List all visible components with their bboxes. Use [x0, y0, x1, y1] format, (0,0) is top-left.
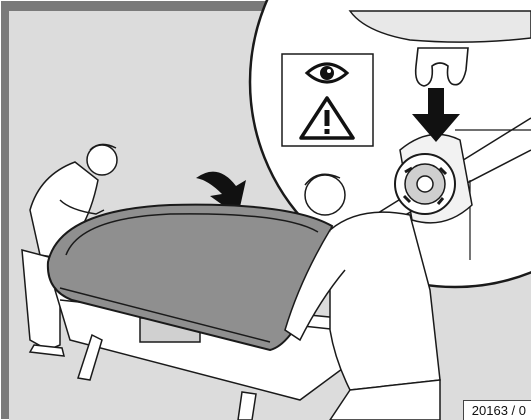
eye-icon [307, 64, 347, 82]
warning-symbol-box [282, 54, 373, 146]
figure-number: 20163 / 0 [463, 400, 531, 420]
pivot-mount [395, 154, 455, 214]
